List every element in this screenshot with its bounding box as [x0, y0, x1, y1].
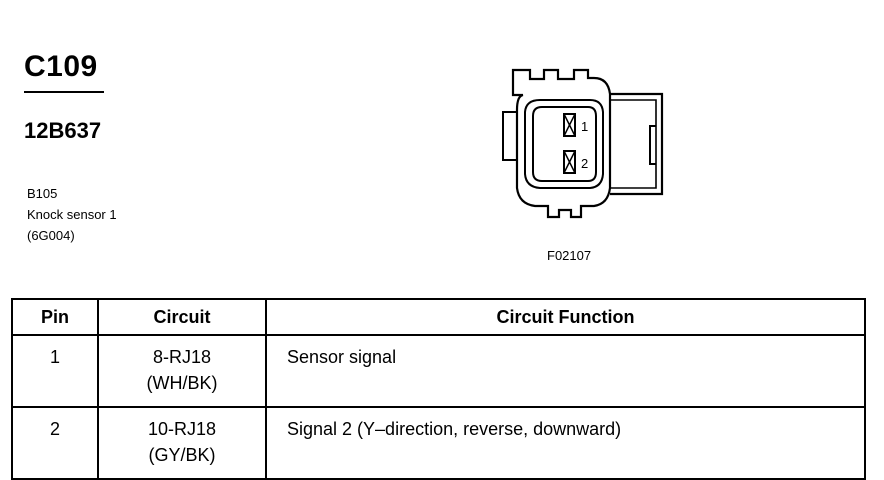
lock-housing-inner: [610, 99, 657, 189]
connector-face-diagram: 1 2: [502, 68, 664, 219]
cell-circuit-function: Sensor signal: [265, 334, 866, 408]
component-code: B105: [27, 186, 58, 201]
pin-table: Pin Circuit Circuit Function 1 8-RJ18 (W…: [11, 298, 866, 480]
table-row: 1 8-RJ18 (WH/BK) Sensor signal: [11, 334, 866, 408]
lock-latch: [649, 125, 656, 165]
pin-label-1: 1: [581, 119, 588, 134]
wire-color: (GY/BK): [148, 445, 216, 465]
pin-label-2: 2: [581, 156, 588, 171]
cell-pin: 1: [11, 334, 99, 408]
header-pin: Pin: [11, 298, 99, 336]
terminal-2: [563, 150, 576, 174]
connector-cavity-face: [532, 106, 597, 182]
terminal-1: [563, 113, 576, 137]
connector-id: C109: [24, 50, 98, 83]
header-circuit-function: Circuit Function: [265, 298, 866, 336]
part-number: 12B637: [24, 118, 102, 143]
wire-color: (WH/BK): [146, 373, 218, 393]
cell-pin: 2: [11, 406, 99, 480]
table-header-row: Pin Circuit Circuit Function: [11, 298, 866, 336]
component-name: Knock sensor 1: [27, 207, 117, 222]
figure-id: F02107: [547, 248, 592, 263]
circuit-number: 10-RJ18: [147, 419, 217, 439]
component-info: B105 Knock sensor 1 (6G004): [27, 183, 117, 246]
cell-circuit-function: Signal 2 (Y–direction, reverse, downward…: [265, 406, 866, 480]
connector-shroud: [524, 99, 604, 189]
cell-circuit: 8-RJ18 (WH/BK): [97, 334, 267, 408]
lock-housing: [610, 92, 664, 196]
connector-outline: [511, 68, 612, 219]
circuit-number: 8-RJ18: [152, 347, 212, 367]
header-circuit: Circuit: [97, 298, 267, 336]
left-bracket: [502, 111, 517, 161]
component-ref: (6G004): [27, 228, 75, 243]
connector-id-underline: [24, 91, 104, 93]
cell-circuit: 10-RJ18 (GY/BK): [97, 406, 267, 480]
table-row: 2 10-RJ18 (GY/BK) Signal 2 (Y–direction,…: [11, 406, 866, 480]
